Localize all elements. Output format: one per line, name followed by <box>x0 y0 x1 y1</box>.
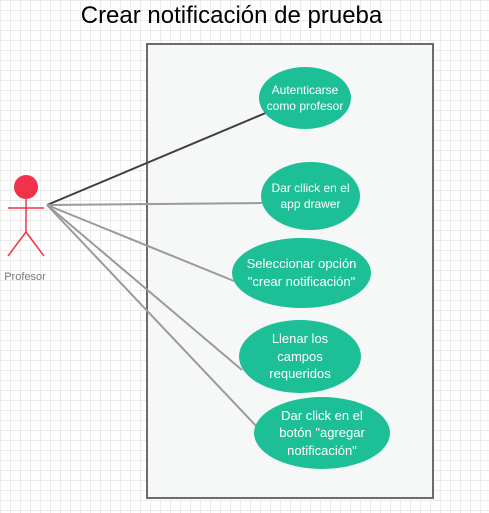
association-line-2 <box>46 202 263 206</box>
use-case-label: Seleccionar opción "crear notificación" <box>246 256 357 289</box>
use-case-label: Dar cllick en el app drawer <box>271 180 350 211</box>
use-case-label: Llenar los campos requeridos <box>269 331 331 382</box>
use-case-llenar-campos: Llenar los campos requeridos <box>239 320 361 393</box>
use-case-label: Autenticarse como profesor <box>266 82 344 113</box>
actor-label: Profesor <box>4 271 46 283</box>
actor-right-leg <box>25 231 45 257</box>
association-line-3 <box>46 204 235 282</box>
diagram-title: Crear notificación de prueba <box>80 2 383 29</box>
use-case-agregar: Dar click en el botón "agregar notificac… <box>254 397 390 469</box>
use-case-seleccionar: Seleccionar opción "crear notificación" <box>232 238 371 308</box>
association-line-5 <box>46 204 259 429</box>
actor-figure <box>7 175 45 257</box>
actor-left-leg <box>7 231 27 257</box>
use-case-label: Dar click en el botón "agregar notificac… <box>279 407 365 458</box>
actor-head <box>14 175 38 199</box>
association-line-1 <box>46 111 269 206</box>
use-case-autenticarse: Autenticarse como profesor <box>259 67 351 129</box>
association-line-4 <box>46 204 243 371</box>
use-case-app-drawer: Dar cllick en el app drawer <box>261 162 360 230</box>
